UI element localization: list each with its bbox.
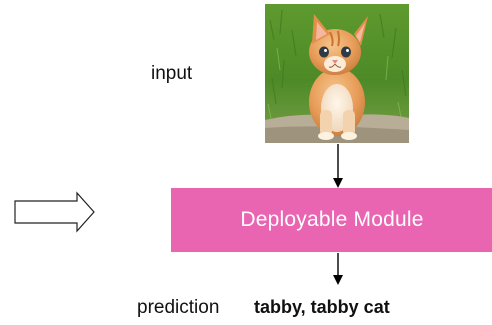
hollow-right-arrow-icon (14, 191, 95, 233)
input-arrow (333, 144, 343, 188)
output-arrow (333, 253, 343, 285)
prediction-value: tabby, tabby cat (254, 297, 390, 317)
prediction-label: prediction (137, 297, 220, 318)
deployable-module-box: Deployable Module (171, 188, 492, 252)
module-label: Deployable Module (240, 208, 424, 231)
kitten-photo (265, 4, 409, 143)
input-label: input (151, 63, 193, 84)
